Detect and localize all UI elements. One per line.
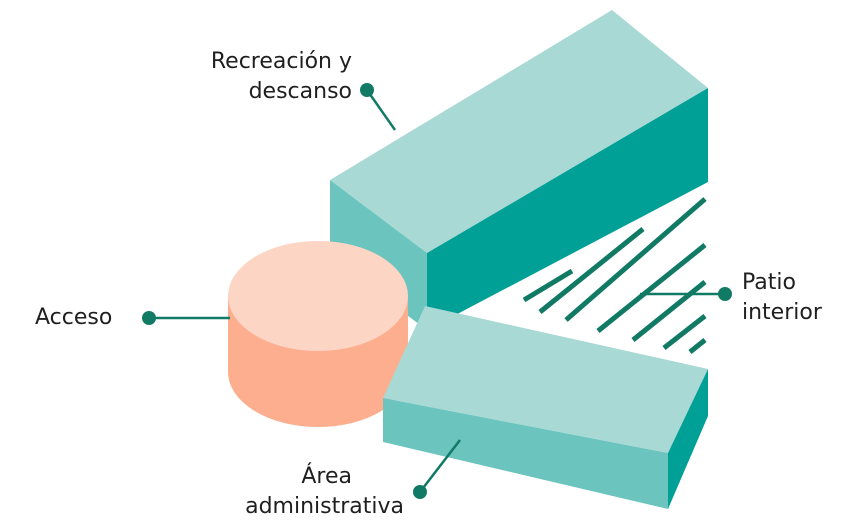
recreation-block-side	[427, 88, 708, 330]
admin-label-line1: Área	[301, 464, 352, 489]
access-leader-dot	[142, 311, 156, 325]
access-cylinder-top	[228, 241, 408, 351]
patio-leader-dot	[718, 287, 732, 301]
admin-label-line2: administrativa	[245, 494, 404, 519]
admin-leader-dot	[413, 485, 427, 499]
admin-label: Área administrativa	[200, 462, 404, 522]
leader-lines	[142, 83, 732, 499]
recreation-block-top	[330, 10, 708, 253]
admin-block	[383, 306, 708, 509]
recreation-leader-dot	[360, 83, 374, 97]
recreation-label: Recreación y descanso	[160, 47, 352, 107]
patio-label: Patio interior	[742, 268, 822, 328]
access-cylinder	[228, 241, 408, 427]
recreation-leader-line	[365, 89, 397, 131]
admin-block-top	[383, 306, 708, 453]
patio-stripe	[662, 314, 707, 350]
patio-stripe	[522, 268, 574, 303]
patio-stripes	[522, 197, 707, 354]
patio-label-line1: Patio	[742, 270, 796, 295]
admin-block-side	[668, 369, 708, 509]
patio-stripe	[564, 197, 707, 322]
admin-block-front	[383, 398, 668, 509]
patio-label-line2: interior	[742, 300, 822, 325]
patio-stripe	[688, 338, 707, 354]
access-label: Acceso	[35, 305, 113, 330]
patio-stripe	[538, 227, 645, 314]
admin-leader-line	[419, 439, 461, 493]
recreation-label-line1: Recreación y	[210, 49, 352, 74]
recreation-label-line2: descanso	[248, 79, 352, 104]
patio-stripe	[596, 243, 707, 333]
patio-stripe	[631, 280, 707, 342]
